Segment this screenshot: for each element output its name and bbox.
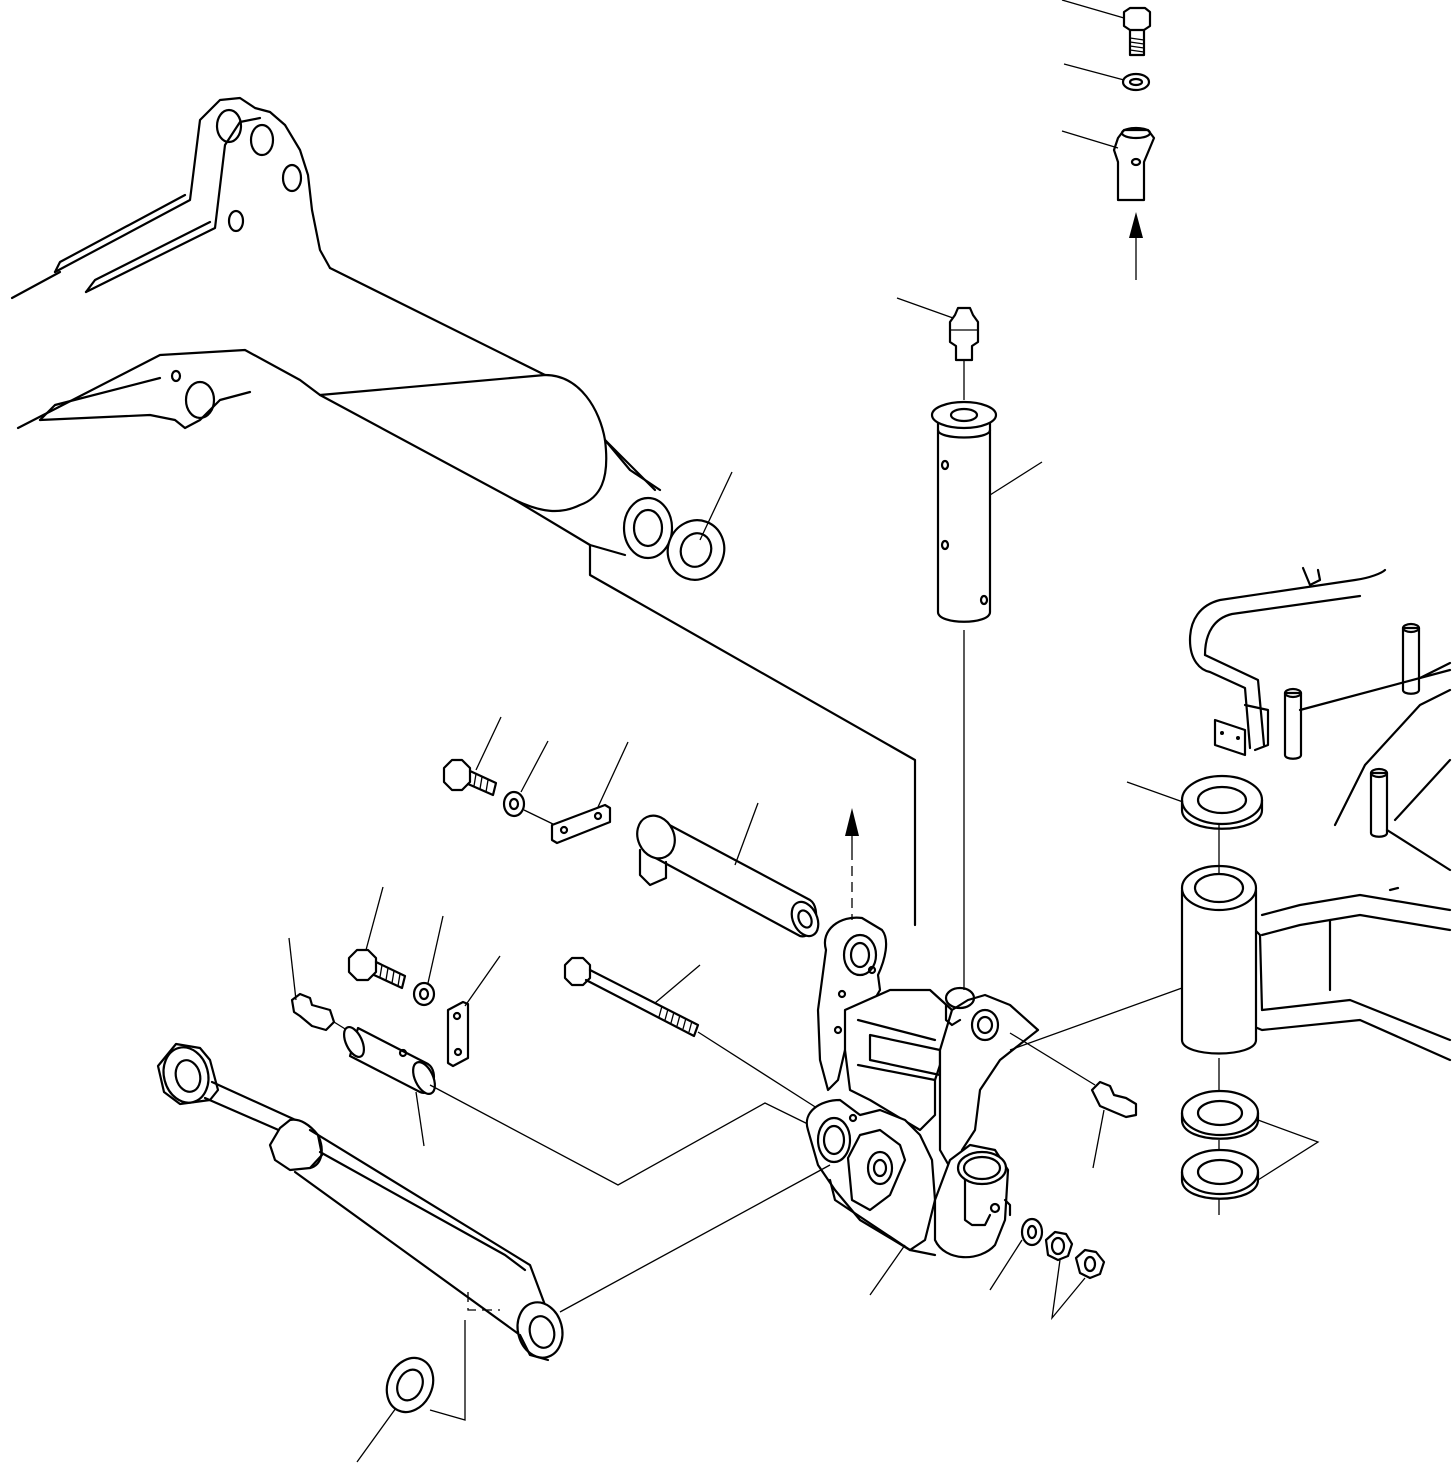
grease-nipple-left	[289, 938, 350, 1032]
grease-nipple-right	[1092, 1082, 1136, 1168]
lock-plate-middle	[448, 956, 500, 1066]
frame-shim-top	[1127, 776, 1262, 829]
nut-lower-right	[1052, 1250, 1104, 1318]
bolt-upper	[444, 717, 501, 795]
assembly-guides	[845, 808, 1182, 1085]
grease-nipple-top	[897, 298, 978, 400]
top-cap	[1062, 128, 1154, 280]
top-bolt	[1062, 0, 1150, 55]
thrust-washer-cylinder	[357, 1350, 442, 1462]
washer-lower-right	[990, 1219, 1042, 1290]
washer-middle	[414, 916, 443, 1005]
long-bolt	[565, 958, 820, 1110]
swing-bracket	[807, 918, 1038, 1295]
frame-shim-lower-1	[1182, 1091, 1258, 1139]
top-washer	[1064, 64, 1149, 90]
frame-shim-lower-2	[1182, 1120, 1318, 1199]
swing-frame	[1182, 568, 1450, 1215]
thrust-washer-boom	[659, 472, 732, 588]
swing-cylinder	[158, 1042, 830, 1420]
collar-lower-right	[1046, 1232, 1072, 1260]
bolt-middle	[349, 887, 405, 988]
vertical-pin	[932, 402, 1042, 990]
horizontal-pin	[630, 803, 823, 940]
bushing-left	[340, 1024, 820, 1185]
lock-plate-upper	[552, 742, 628, 843]
washer-upper	[504, 741, 555, 825]
boom	[12, 98, 915, 925]
